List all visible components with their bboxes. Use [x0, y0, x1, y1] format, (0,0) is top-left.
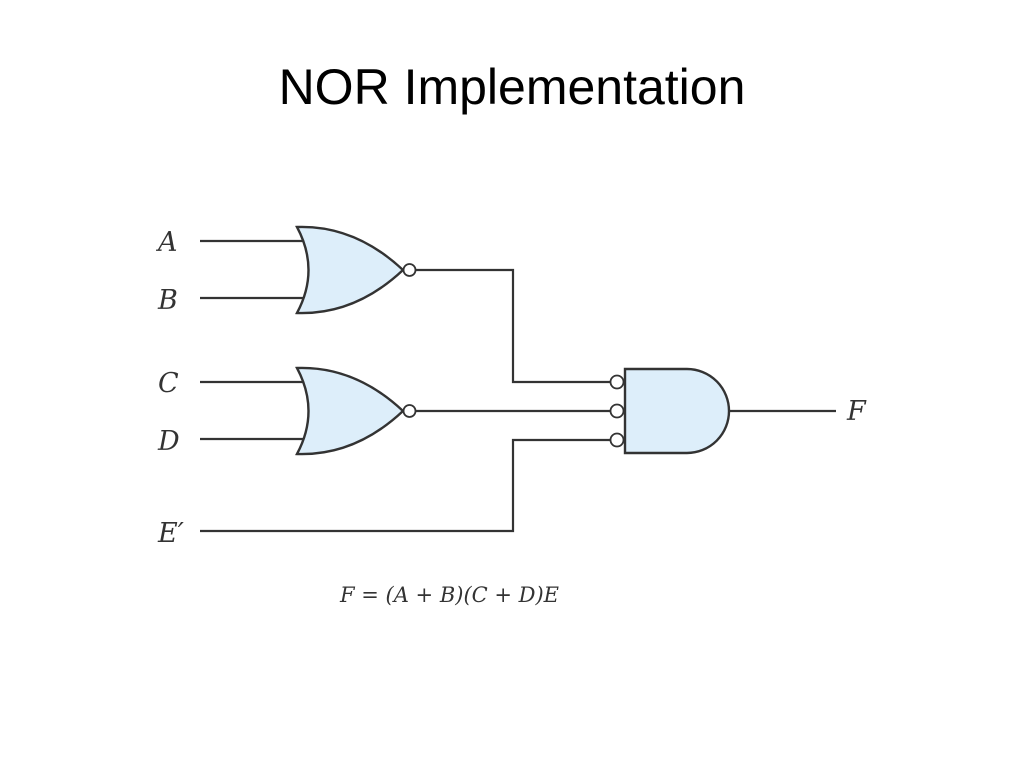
and-input-1-bubble — [609, 374, 625, 390]
nor-gate-1 — [295, 225, 405, 315]
input-label-a: A — [155, 227, 178, 258]
and-input-2-bubble — [609, 403, 625, 419]
slide-title: NOR Implementation — [278, 59, 746, 115]
input-label-b: B — [157, 285, 178, 316]
output-label-f: F — [846, 396, 867, 427]
wire-e-prime-to-and — [200, 438, 610, 533]
and-input-3-bubble — [609, 432, 625, 448]
input-label-d: D — [157, 426, 180, 457]
input-label-c: C — [158, 368, 179, 399]
nor-gate-2 — [295, 366, 405, 456]
nor-gate-2-bubble — [402, 404, 417, 418]
input-label-e-prime: E′ — [157, 518, 184, 549]
boolean-equation: F = (A + B)(C + D)E — [340, 583, 560, 607]
and-gate — [623, 367, 731, 455]
wire-nor1-to-and — [416, 268, 610, 384]
nor-gate-1-bubble — [402, 263, 417, 277]
